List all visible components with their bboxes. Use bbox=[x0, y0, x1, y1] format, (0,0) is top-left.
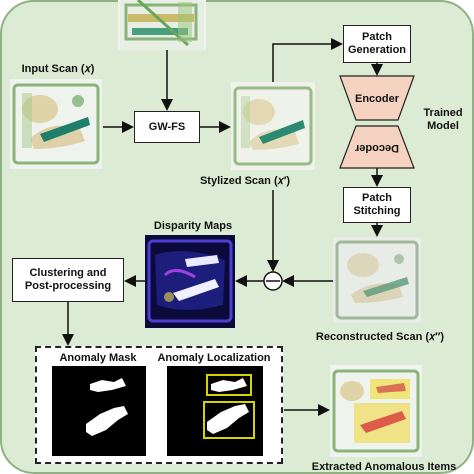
trained-model-line1: Trained bbox=[423, 107, 463, 119]
reconstructed-scan-label: Reconstructed Scan (𝑥′′) bbox=[315, 331, 445, 343]
gwfs-box: GW-FS bbox=[134, 111, 200, 143]
anomaly-localization-label: Anomaly Localization bbox=[157, 352, 271, 364]
anomaly-mask-label: Anomaly Mask bbox=[59, 352, 137, 364]
reconstructed-scan-image bbox=[333, 237, 421, 323]
clustering-line2: Post-processing bbox=[24, 280, 112, 292]
stylized-scan-image bbox=[231, 82, 315, 170]
input-scan-label: Input Scan (𝑥) bbox=[21, 63, 95, 75]
patch-stitching-line2: Stitching bbox=[353, 205, 401, 217]
patch-stitching-box: Patch Stitching bbox=[343, 187, 411, 223]
patch-generation-line1: Patch bbox=[362, 31, 392, 43]
trained-model-line2: Model bbox=[427, 120, 459, 132]
anomaly-localization-image bbox=[167, 366, 263, 456]
patch-stitching-line1: Patch bbox=[362, 192, 392, 204]
input-scan-image bbox=[10, 79, 102, 169]
clustering-line1: Clustering and bbox=[29, 267, 107, 279]
top-partial-scan bbox=[118, 0, 206, 50]
patch-generation-line2: Generation bbox=[347, 44, 407, 56]
encoder-label: Encoder bbox=[354, 93, 399, 105]
anomaly-mask-image bbox=[52, 366, 146, 456]
stylized-scan-label: Stylized Scan (𝑥′) bbox=[199, 175, 291, 187]
patch-generation-box: Patch Generation bbox=[343, 25, 411, 63]
disparity-maps-label: Disparity Maps bbox=[153, 220, 233, 232]
extracted-items-image bbox=[330, 365, 422, 457]
extracted-items-label: Extracted Anomalous Items bbox=[311, 461, 457, 473]
disparity-maps-image bbox=[145, 235, 235, 328]
clustering-box: Clustering and Post-processing bbox=[12, 258, 124, 302]
trained-model-label: Trained Model bbox=[418, 107, 468, 133]
